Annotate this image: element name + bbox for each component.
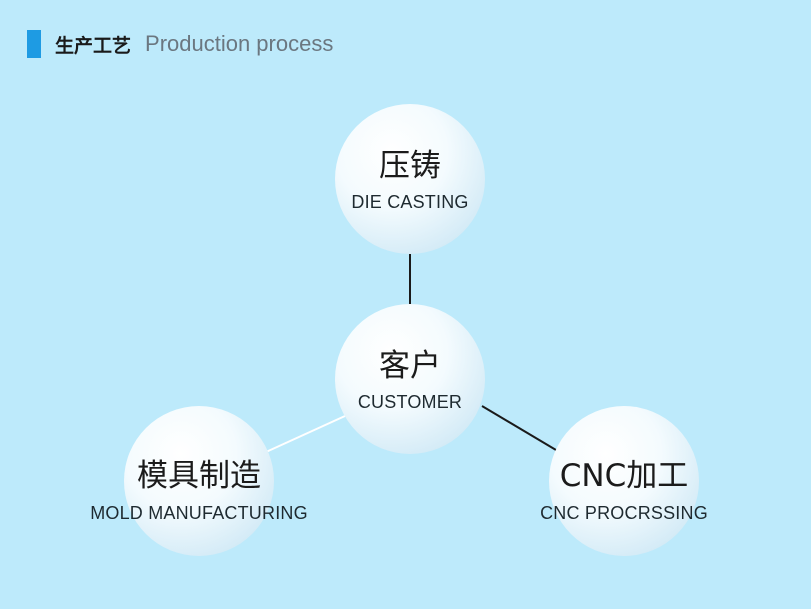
node-cnc-en: CNC PROCRSSING [540, 503, 708, 523]
node-mold-manufacturing: 模具制造 MOLD MANUFACTURING [90, 406, 308, 556]
node-customer: 客户 CUSTOMER [335, 304, 485, 454]
line-customer-mold [265, 415, 346, 453]
node-mold-en: MOLD MANUFACTURING [90, 503, 308, 523]
node-customer-cn: 客户 [379, 348, 441, 384]
node-die-casting-en: DIE CASTING [351, 192, 469, 212]
header-title-cn: 生产工艺 [55, 34, 132, 57]
section-header: 生产工艺 Production process [27, 30, 333, 58]
node-cnc-processing: CNC加工 CNC PROCRSSING [540, 406, 708, 556]
node-die-casting: 压铸 DIE CASTING [335, 104, 485, 254]
header-title-en: Production process [145, 31, 334, 56]
node-customer-en: CUSTOMER [357, 392, 463, 412]
node-die-casting-cn: 压铸 [379, 148, 441, 184]
node-mold-cn: 模具制造 [137, 458, 261, 494]
header-accent-bar [27, 30, 41, 58]
line-customer-cnc [481, 405, 557, 451]
node-cnc-cn: CNC加工 [559, 458, 689, 494]
